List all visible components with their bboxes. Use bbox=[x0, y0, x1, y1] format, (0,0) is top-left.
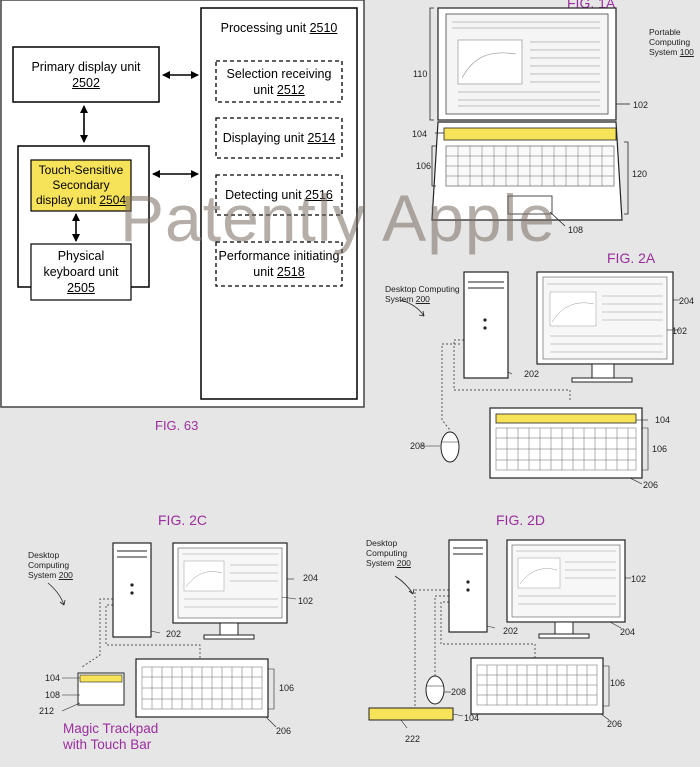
fig2a-label: FIG. 2A bbox=[607, 250, 656, 266]
ref-104-2d: 104 bbox=[464, 713, 480, 723]
ref-202-2d: 202 bbox=[503, 626, 519, 636]
ref-120: 120 bbox=[632, 169, 648, 179]
ref-204-2d: 204 bbox=[620, 627, 636, 637]
ref-102-2a: 102 bbox=[672, 326, 688, 336]
selection-unit-label: Selection receiving unit 2512 bbox=[226, 67, 332, 97]
ref-104-2c: 104 bbox=[45, 673, 61, 683]
detecting-unit-box bbox=[215, 174, 343, 216]
laptop-drawing bbox=[429, 7, 630, 227]
desktop-2a-drawing bbox=[399, 271, 680, 485]
ref-110: 110 bbox=[413, 69, 428, 79]
touch-secondary-label: Touch-Sensitive Secondary display unit 2… bbox=[35, 163, 127, 207]
physical-keyboard-box bbox=[30, 243, 132, 301]
touch-secondary-box bbox=[30, 159, 132, 212]
ref-206-2d: 206 bbox=[607, 719, 623, 729]
fig2c-system-note: Desktop Computing System 200 bbox=[28, 550, 73, 580]
ref-106-laptop: 106 bbox=[416, 161, 432, 171]
processing-unit-box bbox=[200, 7, 358, 400]
desktop-2c-drawing bbox=[47, 542, 297, 728]
ref-108-laptop: 108 bbox=[568, 225, 584, 235]
performance-unit-label: Performance initiating unit 2518 bbox=[218, 249, 340, 279]
ref-104-2a: 104 bbox=[655, 415, 671, 425]
ref-206-2a: 206 bbox=[643, 480, 659, 490]
detecting-unit-label: Detecting unit 2516 bbox=[225, 188, 333, 202]
ref-102-2d: 102 bbox=[631, 574, 647, 584]
fig1a-system-note: Portable Computing System 100 bbox=[649, 27, 694, 57]
fig2a-system-note: Desktop Computing System 200 bbox=[385, 284, 460, 304]
ref-208-2a: 208 bbox=[410, 441, 426, 451]
fig2c-label: FIG. 2C bbox=[158, 512, 208, 528]
fig1a-label: FIG. 1A bbox=[567, 0, 616, 11]
processing-unit-label: Processing unit 2510 bbox=[220, 21, 338, 35]
desktop-2d-drawing bbox=[368, 539, 631, 729]
ref-208-2d: 208 bbox=[451, 687, 467, 697]
fig2d-label: FIG. 2D bbox=[496, 512, 546, 528]
ref-204-2c: 204 bbox=[303, 573, 319, 583]
fig63-label: FIG. 63 bbox=[155, 418, 199, 433]
fig2d-system-note: Desktop Computing System 200 bbox=[366, 538, 411, 568]
primary-display-box bbox=[12, 46, 160, 103]
ref-108-2c: 108 bbox=[45, 690, 61, 700]
ref-206-2c: 206 bbox=[276, 726, 292, 736]
ref-102-2c: 102 bbox=[298, 596, 314, 606]
ref-212-2c: 212 bbox=[39, 706, 55, 716]
selection-unit-box bbox=[215, 60, 343, 103]
ref-106-2d: 106 bbox=[610, 678, 626, 688]
ref-106-2a: 106 bbox=[652, 444, 668, 454]
ref-102-laptop: 102 bbox=[633, 100, 649, 110]
ref-106-2c: 106 bbox=[279, 683, 295, 693]
ref-202-2a: 202 bbox=[524, 369, 540, 379]
physical-keyboard-label: Physical keyboard unit 2505 bbox=[43, 249, 119, 295]
performance-unit-box bbox=[215, 241, 343, 287]
displaying-unit-label: Displaying unit 2514 bbox=[222, 131, 336, 145]
ref-202-2c: 202 bbox=[166, 629, 182, 639]
fig63-lines bbox=[0, 0, 365, 408]
displaying-unit-box bbox=[215, 117, 343, 159]
ref-104-laptop: 104 bbox=[412, 129, 428, 139]
ref-222: 222 bbox=[405, 734, 421, 744]
magic-trackpad-caption: Magic Trackpad with Touch Bar bbox=[63, 721, 159, 752]
ref-204-2a: 204 bbox=[679, 296, 695, 306]
